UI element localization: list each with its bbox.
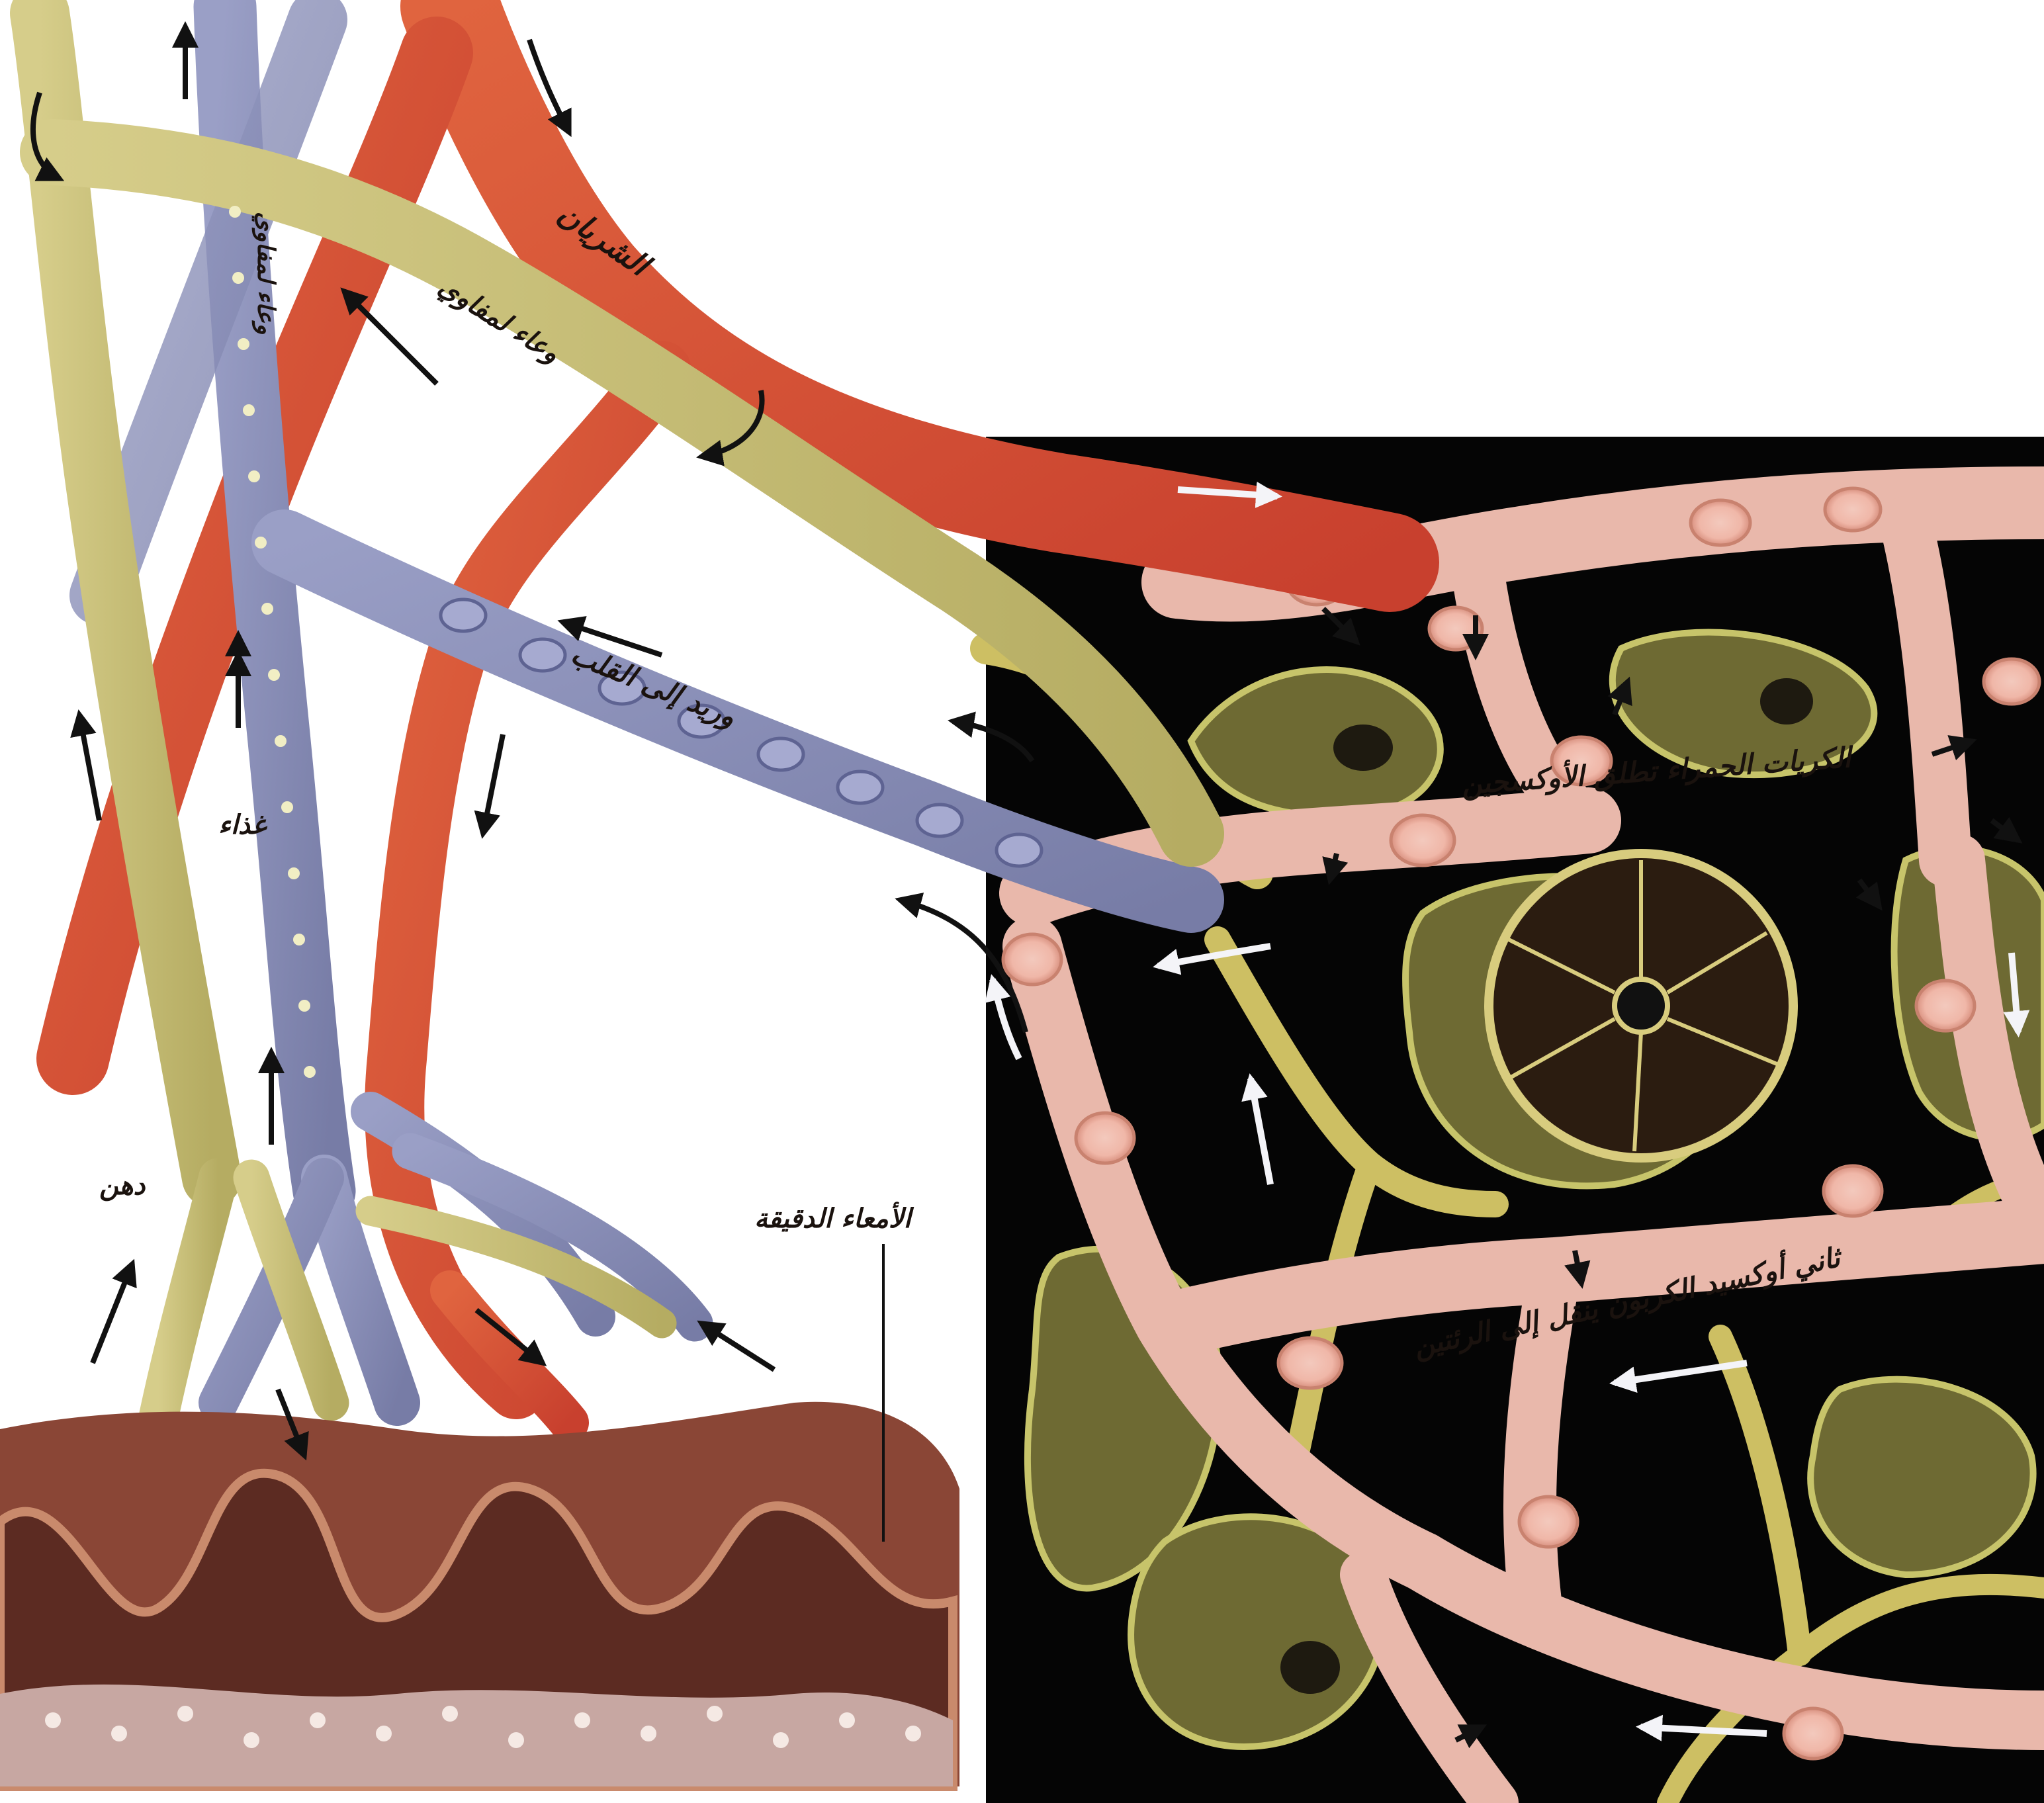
- rbc: [1825, 488, 1881, 531]
- label-fat: دهن: [99, 1170, 146, 1202]
- rbc: [1391, 815, 1454, 865]
- arrow-icon: [701, 1323, 774, 1370]
- arrow-icon: [483, 734, 503, 834]
- rbc: [1784, 1708, 1842, 1759]
- nucleus: [1333, 725, 1393, 771]
- tissue-cell: [1810, 1380, 2033, 1575]
- rbc: [1691, 500, 1750, 545]
- rbc: [1824, 1166, 1882, 1216]
- arrow-icon: [93, 1264, 132, 1363]
- label-lymph-vessel-vertical: وعاء لمفاوي: [251, 212, 279, 335]
- rbc: [1984, 659, 2039, 704]
- rbc: [1278, 1338, 1342, 1388]
- villi-lumen: [0, 1685, 953, 1786]
- rbc: [1519, 1497, 1577, 1547]
- label-villi: الأمعاء الدقيقة: [754, 1202, 914, 1234]
- nucleus: [1280, 1641, 1340, 1694]
- rbc: [1916, 981, 1975, 1031]
- tissue-panel: [986, 437, 2044, 1803]
- rbc: [1003, 934, 1061, 985]
- rbc: [1076, 1113, 1134, 1163]
- gland-structure: [1489, 854, 1793, 1158]
- gland-inner: [1615, 979, 1667, 1032]
- nucleus: [1760, 678, 1813, 725]
- arrow-icon: [79, 715, 99, 820]
- label-food: غذاء: [218, 810, 268, 840]
- intestinal-villi: [0, 1402, 959, 1786]
